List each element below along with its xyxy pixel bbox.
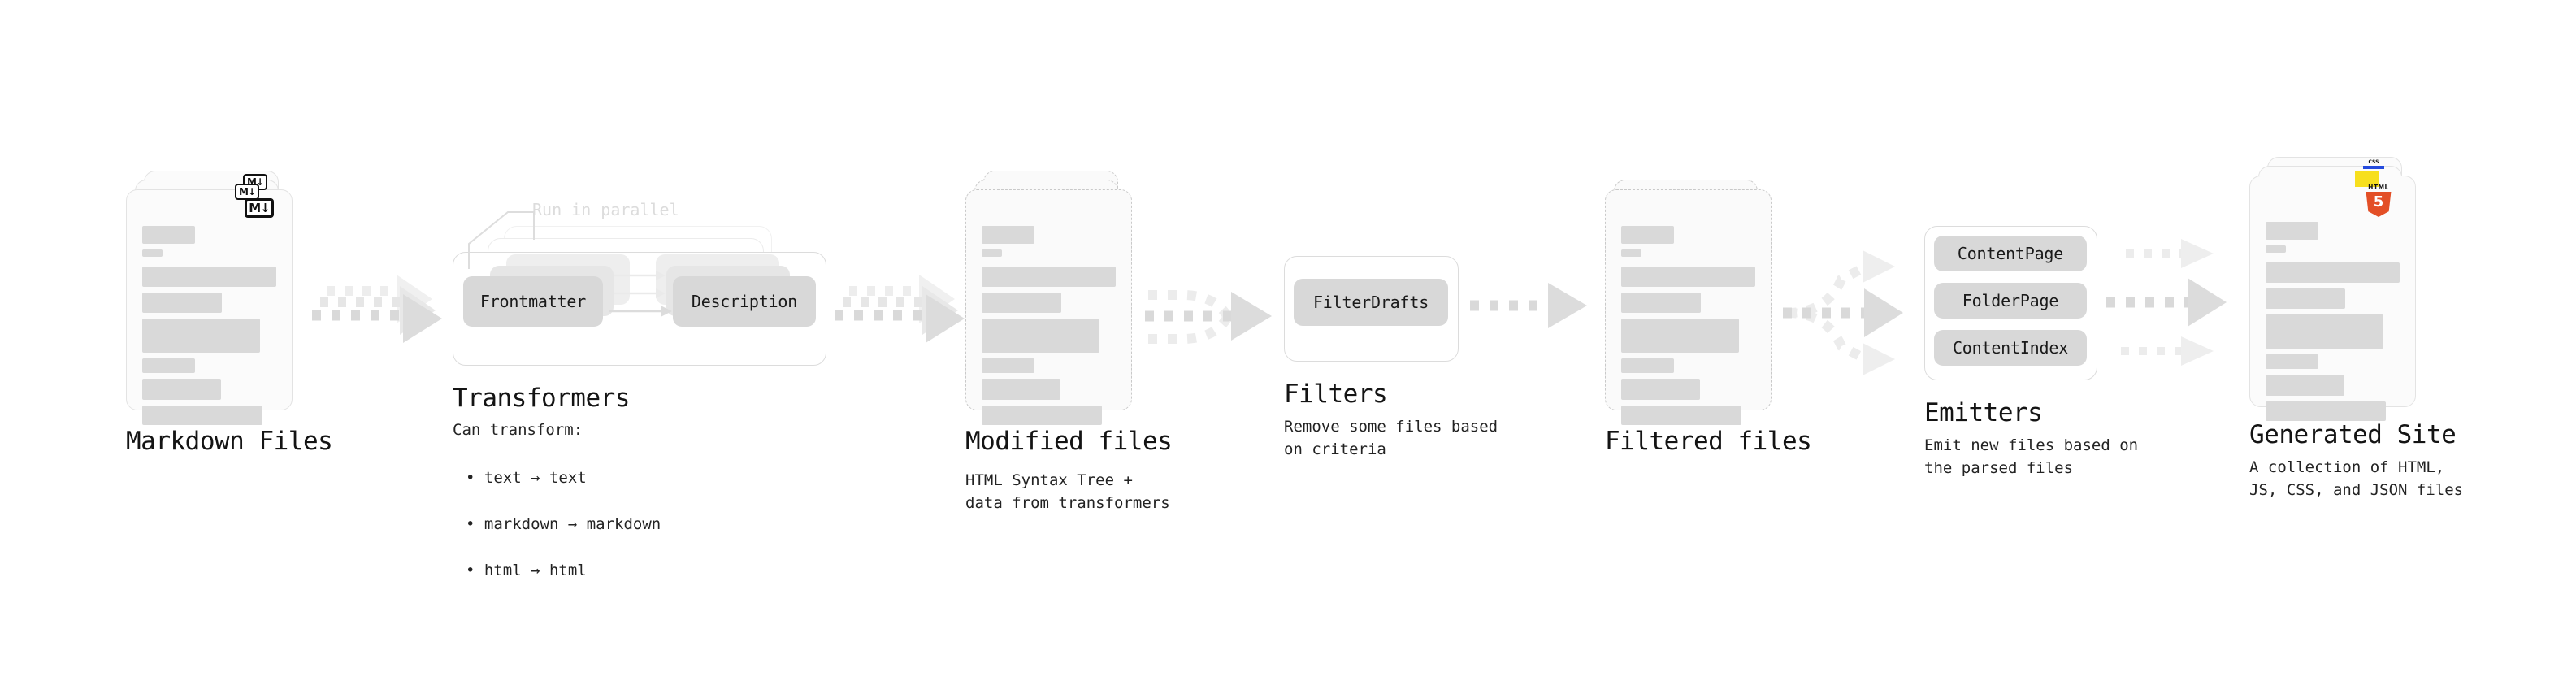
skeleton-lines (982, 226, 1116, 431)
css-icon: CSS (2363, 160, 2384, 171)
generated-site-title: Generated Site (2249, 420, 2457, 449)
transform-bullet-text: • text → text (466, 468, 587, 487)
chip-folderpage[interactable]: FolderPage (1934, 283, 2087, 319)
arrow-transformers-to-modified (835, 275, 965, 343)
chip-filterdrafts[interactable]: FilterDrafts (1294, 279, 1448, 326)
filtered-files-card (1605, 171, 1776, 425)
emitters-title: Emitters (1924, 398, 2043, 427)
modified-files-title: Modified files (965, 427, 1173, 456)
arrow-modified-to-filters (1145, 290, 1272, 344)
transformers-title: Transformers (453, 384, 630, 413)
emitters-subtitle: Emit new files based on the parsed files (1924, 436, 2139, 477)
transformer-ghost-connectors (609, 271, 672, 317)
markdown-files-title: Markdown Files (126, 427, 333, 456)
arrow-filters-to-filtered (1470, 283, 1587, 328)
markdown-glyph: M↓ (239, 186, 256, 197)
transform-bullet-html: • html → html (466, 561, 587, 579)
html5-shield: 5 (2366, 191, 2392, 217)
skeleton-lines (142, 226, 276, 431)
filters-title: Filters (1284, 380, 1388, 409)
html5-label: HTML (2368, 184, 2389, 191)
markdown-glyph: M↓ (249, 200, 270, 215)
html5-icon: HTML 5 (2365, 184, 2392, 217)
run-in-parallel-bracket (468, 211, 535, 269)
chip-contentpage[interactable]: ContentPage (1934, 236, 2087, 271)
skeleton-lines (2266, 222, 2400, 427)
generated-site-subtitle: A collection of HTML, JS, CSS, and JSON … (2249, 458, 2464, 499)
arrow-filtered-to-emitters (1783, 250, 1903, 375)
arrow-emitters-to-site (2106, 239, 2227, 366)
chip-frontmatter[interactable]: Frontmatter (463, 276, 603, 327)
filters-subtitle: Remove some files based on criteria (1284, 418, 1498, 458)
markdown-files-card: M↓ M↓ M↓ (126, 171, 297, 425)
skeleton-lines (1621, 226, 1755, 431)
modified-files-subtitle: HTML Syntax Tree + data from transformer… (965, 471, 1170, 512)
generated-site-card: CSS HTML 5 (2249, 157, 2420, 421)
css-underline (2363, 166, 2384, 169)
js-icon (2355, 171, 2379, 187)
run-in-parallel-label: Run in parallel (532, 200, 679, 219)
transform-bullet-markdown: • markdown → markdown (466, 514, 661, 533)
transformers-subtitle-head: Can transform: (453, 421, 583, 439)
transformers-bullets: • text → text • markdown → markdown • ht… (453, 443, 661, 605)
modified-files-card (965, 171, 1136, 425)
markdown-icon: M↓ (245, 198, 274, 218)
arrow-markdown-to-transformers (312, 275, 442, 343)
filtered-files-title: Filtered files (1605, 427, 1812, 456)
chip-contentindex[interactable]: ContentIndex (1934, 330, 2087, 366)
chip-description[interactable]: Description (673, 276, 816, 327)
markdown-icon-mid: M↓ (235, 184, 259, 200)
css-label: CSS (2368, 159, 2379, 165)
